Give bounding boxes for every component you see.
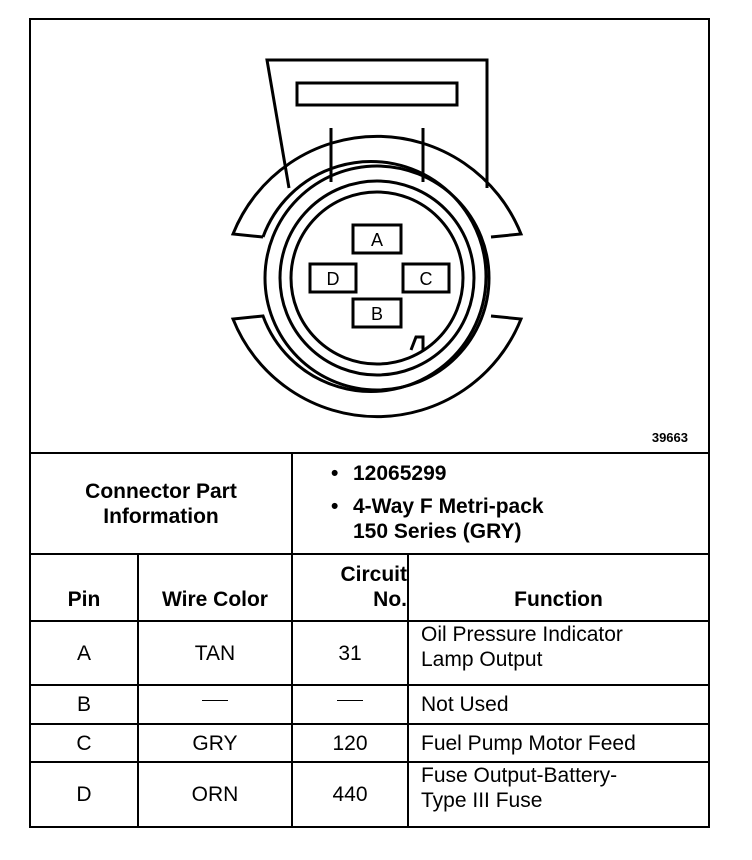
- row-c-function: Fuel Pump Motor Feed: [421, 731, 636, 755]
- row-c-wire-color: GRY: [192, 731, 238, 755]
- header-circuit-line1: Circuit: [340, 563, 407, 586]
- part-number-item: • 12065299: [331, 461, 701, 486]
- connector-ring-middle: [278, 179, 476, 377]
- pin-cavity-c: [401, 262, 451, 294]
- pin-label-d: D: [327, 269, 340, 289]
- pin-label-b: B: [371, 304, 383, 324]
- part-description: 4-Way F Metri-pack 150 Series (GRY): [353, 494, 544, 544]
- row-d-function-line2: Type III Fuse: [421, 789, 543, 812]
- header-function: Function: [514, 588, 603, 611]
- divider-col-pin: [137, 553, 139, 828]
- pin-cavity-d: [308, 262, 358, 294]
- part-description-item: • 4-Way F Metri-pack 150 Series (GRY): [331, 494, 701, 544]
- divider-header: [31, 620, 708, 622]
- header-wire-color: Wire Color: [162, 588, 268, 611]
- bullet-icon: •: [331, 462, 339, 485]
- row-c-pin: C: [76, 731, 92, 755]
- header-pin: Pin: [67, 588, 101, 611]
- row-d-circuit: 440: [332, 783, 368, 806]
- row-d-function-line1: Fuse Output-Battery-: [421, 764, 618, 787]
- pin-label-c: C: [420, 269, 433, 289]
- row-a-function: Oil Pressure Indicator Lamp Output: [409, 622, 708, 684]
- row-a-function-line2: Lamp Output: [421, 648, 543, 671]
- connector-part-details: • 12065299 • 4-Way F Metri-pack 150 Seri…: [331, 461, 701, 552]
- row-b-function: Not Used: [421, 693, 509, 716]
- header-circuit-no: Circuit No.: [293, 555, 407, 620]
- connector-ring-outer: [263, 164, 491, 392]
- connector-info-frame: A B C D 39663 Connector Part Information…: [29, 18, 710, 828]
- connector-outer-shell: [230, 134, 524, 419]
- connector-ring-inner: [289, 190, 465, 366]
- pin-label-a: A: [371, 230, 383, 250]
- part-description-line2: 150 Series (GRY): [353, 520, 522, 543]
- connector-part-label-line2: Information: [103, 504, 219, 528]
- part-description-line1: 4-Way F Metri-pack: [353, 495, 544, 518]
- lock-tab-housing: [265, 58, 489, 189]
- header-circuit-line2: No.: [373, 588, 407, 611]
- row-b-circuit: —: [293, 686, 407, 723]
- row-d-pin: D: [76, 783, 92, 806]
- row-a-pin: A: [76, 641, 91, 665]
- row-b-circuit-dash: [337, 700, 363, 701]
- connector-part-label-line1: Connector Part: [85, 479, 237, 503]
- divider-diagram: [31, 452, 708, 454]
- divider-part-info-vertical: [291, 452, 293, 555]
- divider-row-a: [31, 684, 708, 686]
- row-a-function-line1: Oil Pressure Indicator: [421, 623, 623, 646]
- divider-row-c: [31, 761, 708, 763]
- connector-diagram: A B C D 39663: [31, 20, 708, 455]
- row-a-circuit: 31: [338, 641, 362, 665]
- pin-cavity-b: [351, 297, 403, 329]
- lock-tab-window: [295, 81, 459, 107]
- divider-col-wire: [291, 553, 293, 828]
- row-d-function: Fuse Output-Battery- Type III Fuse: [409, 763, 708, 826]
- row-a-wire-color: TAN: [194, 641, 236, 665]
- connector-key: [409, 335, 425, 351]
- divider-col-circuit: [407, 553, 409, 828]
- divider-row-b: [31, 723, 708, 725]
- row-d-wire-color: ORN: [191, 783, 239, 806]
- row-c-circuit: 120: [332, 731, 368, 755]
- divider-part-info: [31, 553, 708, 555]
- bullet-icon: •: [331, 495, 339, 518]
- pin-cavity-a: [351, 223, 403, 255]
- connector-part-label: Connector Part Information: [31, 454, 291, 553]
- row-b-pin: B: [76, 693, 91, 716]
- part-number: 12065299: [353, 462, 447, 485]
- row-b-wire-color-dash: [202, 700, 228, 701]
- row-b-wire-color: —: [139, 686, 291, 723]
- connector-drawing: A B C D: [230, 58, 524, 419]
- figure-id: 39663: [651, 430, 688, 445]
